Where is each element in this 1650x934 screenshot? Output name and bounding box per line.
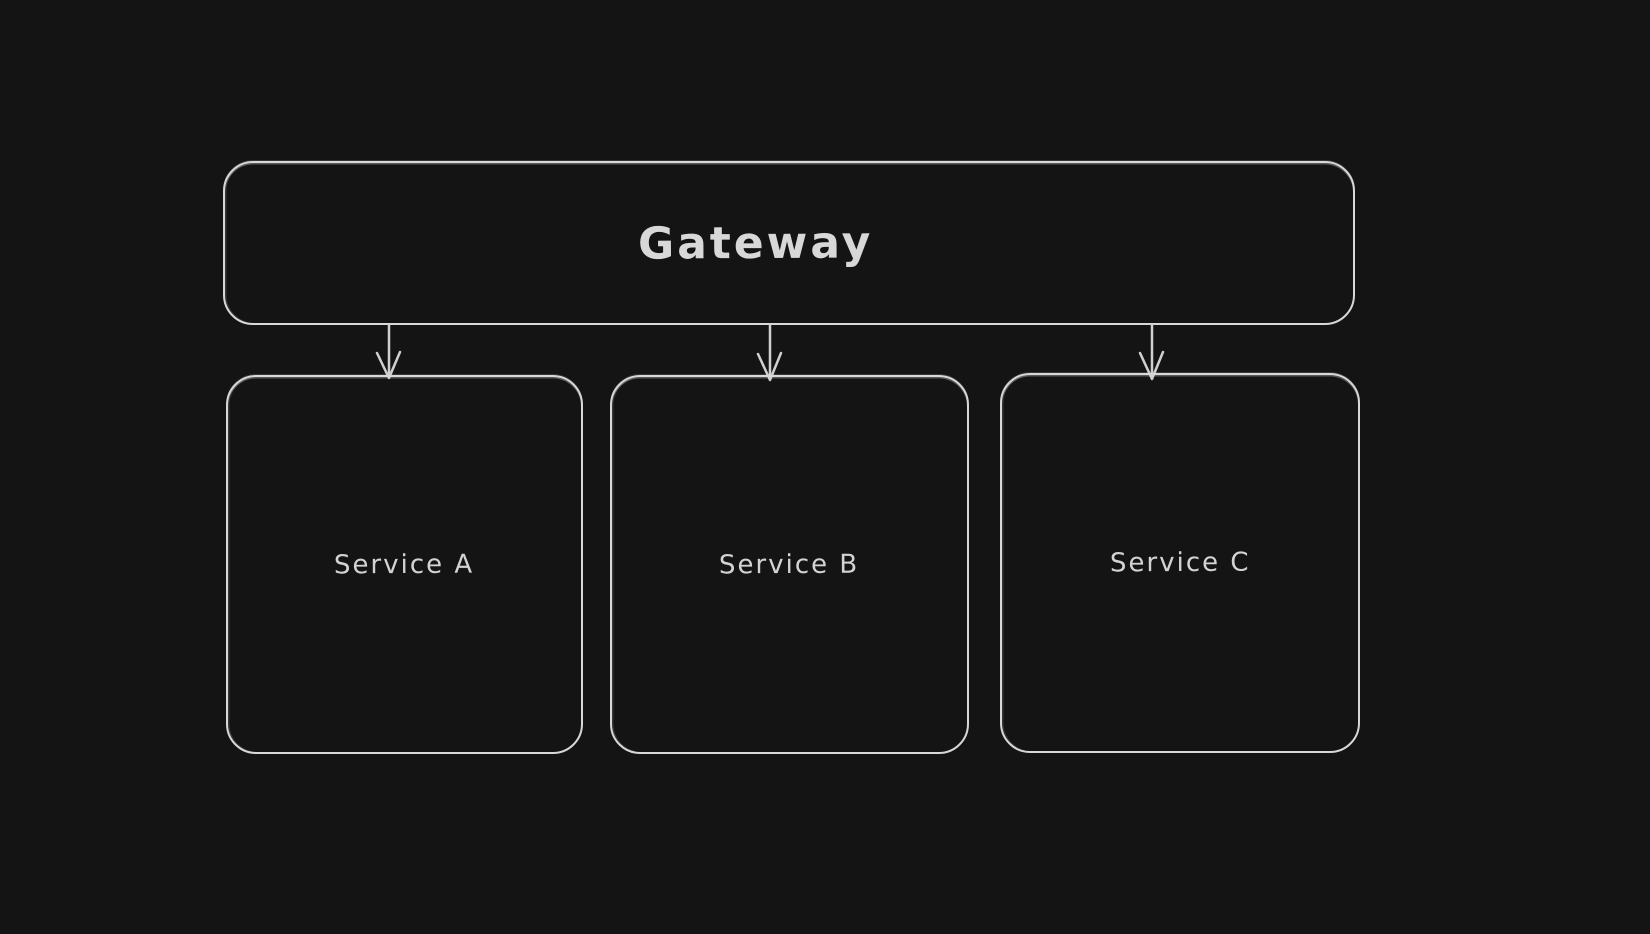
arrow-head-icon bbox=[375, 350, 402, 380]
node-gateway[interactable]: Gateway bbox=[223, 161, 1355, 325]
node-service-a[interactable]: Service A bbox=[226, 375, 583, 754]
arrow-head-icon bbox=[1138, 350, 1165, 381]
node-service-c-label: Service C bbox=[1109, 547, 1251, 579]
node-service-b[interactable]: Service B bbox=[610, 375, 969, 754]
arrow-head-icon bbox=[756, 351, 783, 382]
node-service-a-label: Service A bbox=[334, 549, 475, 580]
edge-gateway-to-service-b[interactable] bbox=[749, 323, 791, 383]
node-service-c[interactable]: Service C bbox=[1000, 373, 1360, 753]
node-gateway-label: Gateway bbox=[638, 216, 874, 270]
edge-gateway-to-service-a[interactable] bbox=[368, 323, 410, 383]
node-service-b-label: Service B bbox=[719, 549, 860, 580]
edge-gateway-to-service-c[interactable] bbox=[1131, 323, 1173, 383]
